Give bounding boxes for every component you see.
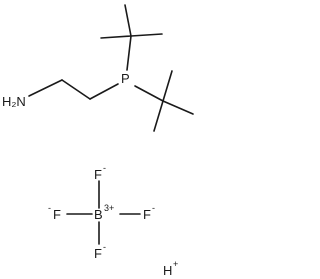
bond-tbu1-methyl-up xyxy=(124,4,132,37)
charge-fluorine-bottom: - xyxy=(103,242,106,252)
bond-c2-p xyxy=(89,83,119,100)
atom-label-fluorine-bottom: F xyxy=(94,246,102,261)
bond-tbu1-methyl-right xyxy=(130,33,163,37)
bond-tbu1-methyl-left xyxy=(100,35,132,39)
proton: H + xyxy=(163,259,178,278)
atom-label-fluorine-top: F xyxy=(94,167,102,182)
tetrafluoroborate: B 3+ F - - F F - F - xyxy=(48,163,155,261)
bond-n-c1 xyxy=(28,79,63,97)
bond-p-tbu1-center xyxy=(126,35,132,71)
atom-label-fluorine-right: F xyxy=(143,207,151,222)
bond-tbu2-methyl-up xyxy=(162,70,173,102)
charge-fluorine-right: - xyxy=(152,203,155,213)
charge-boron: 3+ xyxy=(104,203,114,213)
atom-label-fluorine-left: F xyxy=(53,207,61,222)
bond-c1-c2 xyxy=(61,79,91,100)
bond-tbu2-methyl-right xyxy=(162,100,194,115)
atom-label-nh2: H₂N xyxy=(2,94,26,109)
bond-p-tbu2-center xyxy=(134,85,164,102)
bond-tbu2-methyl-down xyxy=(153,100,164,132)
chemical-structure-diagram: H₂N P B 3+ F - - F F - F - H + xyxy=(2,4,194,278)
atom-label-boron: B xyxy=(94,207,103,222)
atom-label-phosphorus: P xyxy=(121,71,130,86)
charge-hydrogen: + xyxy=(173,259,178,269)
aminoethyl-di-tert-butylphosphine: H₂N P xyxy=(2,4,194,132)
charge-fluorine-top: - xyxy=(103,163,106,173)
atom-label-hydrogen: H xyxy=(163,263,172,278)
charge-fluorine-left: - xyxy=(48,203,51,213)
